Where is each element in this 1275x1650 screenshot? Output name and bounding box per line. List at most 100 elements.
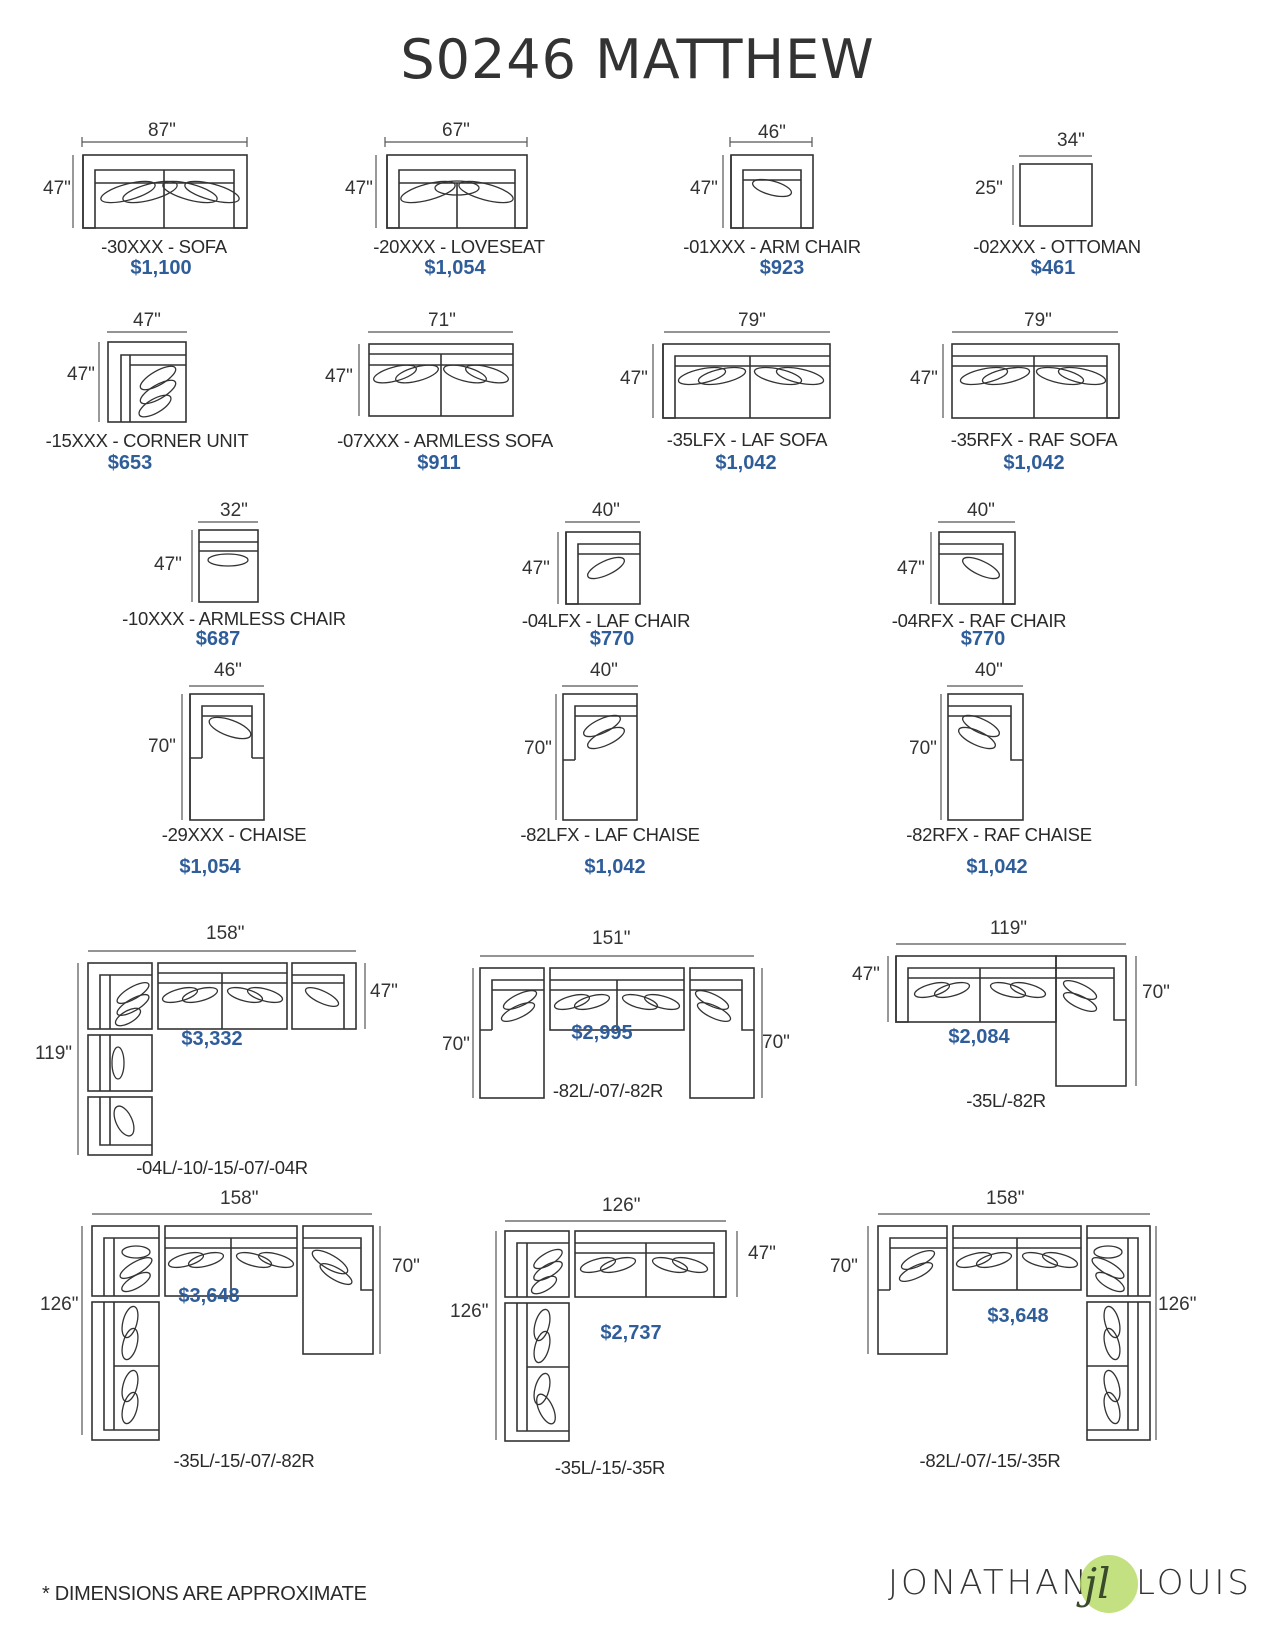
brand-name-left: JONATHAN [888,1563,1090,1603]
depth-label: 70" [524,738,552,759]
item-price: $1,042 [584,856,646,878]
item-laf-sofa: 79" 47" -35LFX - LAF SOFA $1,042 [620,310,860,485]
item-code: -35L/-15/-07/-82R [173,1450,315,1471]
height-label: 119" [35,1043,73,1064]
item-code: -01XXX - ARM CHAIR [683,236,861,257]
depth-label: 47" [690,178,718,199]
depth-label: 70" [909,738,937,759]
width-label: 46" [758,122,786,143]
corner-unit-diagram [98,331,187,423]
width-label: 32" [220,500,248,521]
sectional-1: 158" 47" 119" $3,332 -04L/-10/-15/-07/-0… [30,923,430,1185]
depth-label: 47" [748,1243,776,1264]
item-price: $1,042 [966,856,1028,878]
item-code: -10XXX - ARMLESS CHAIR [122,608,346,629]
item-price: $3,648 [178,1285,240,1307]
sectional-4: 158" 70" 126" $3,648 -35L/-15/-07/-82R [40,1188,440,1480]
item-price: $1,042 [715,452,777,474]
width-label: 40" [592,500,620,521]
sectional-2-diagram [472,955,763,1099]
dimensions-footnote: * DIMENSIONS ARE APPROXIMATE [42,1583,367,1605]
height-label: 126" [450,1301,489,1322]
brand-mark-text: jl [1084,1559,1111,1608]
laf-chair-diagram [557,521,641,605]
ottoman-diagram [1012,155,1093,227]
item-price: $3,332 [181,1028,243,1050]
item-raf-chaise: 40" 70" -82RFX - RAF CHAISE $1,042 [905,660,1115,880]
width-label: 67" [442,120,470,141]
width-label: 46" [214,660,242,681]
sectional-1-diagram [77,950,366,1156]
height-label: 126" [1158,1294,1197,1315]
sectional-5: 126" 47" 126" $2,737 -35L/-15/-35R [450,1195,810,1485]
width-label: 34" [1057,130,1085,151]
item-price: $653 [107,452,153,474]
item-code: -20XXX - LOVESEAT [373,236,545,257]
width-label: 119" [990,918,1028,939]
width-label: 71" [428,310,456,331]
item-chaise: 46" 70" -29XXX - CHAISE $1,054 [140,660,350,880]
item-code: -15XXX - CORNER UNIT [45,430,249,451]
item-code: -82LFX - LAF CHAISE [520,824,700,845]
item-code: -29XXX - CHAISE [161,824,307,845]
width-label: 79" [738,310,766,331]
item-code: -82L/-07/-82R [552,1080,664,1101]
item-code: -30XXX - SOFA [101,236,227,257]
sectional-6: 158" 70" 126" $3,648 -82L/-07/-15/-35R [830,1188,1230,1480]
item-laf-chaise: 40" 70" -82LFX - LAF CHAISE $1,042 [520,660,730,880]
item-price: $1,054 [424,257,486,279]
brand-name-right: LOUIS [1136,1563,1252,1603]
item-code: -04RFX - RAF CHAIR [891,610,1067,631]
laf-sofa-diagram [652,331,831,419]
page-title: S0246 MATTHEW [400,28,875,91]
item-laf-chair: 40" 47" -04LFX - LAF CHAIR $770 [520,500,720,660]
item-price: $1,042 [1003,452,1065,474]
sectional-3-diagram [887,943,1137,1087]
item-price: $2,737 [600,1322,662,1344]
height-label: 126" [40,1294,79,1315]
width-label: 79" [1024,310,1052,331]
loveseat-diagram [375,137,528,229]
depth-label: 70" [148,736,176,757]
item-price: $923 [759,257,805,279]
item-sofa: 87" 47" -30XXX - SOFA $1,100 [40,120,280,290]
depth-label: 70" [442,1034,470,1055]
depth-label: 47" [620,368,648,389]
width-label: 40" [590,660,618,681]
width-label: 47" [133,310,161,331]
depth-label: 47" [370,981,398,1002]
depth-label: 25" [975,178,1003,199]
depth-label: 70" [830,1256,858,1277]
width-label: 158" [220,1188,259,1209]
depth-label: 70" [392,1256,420,1277]
depth-label: 47" [910,368,938,389]
raf-chair-diagram [930,521,1016,605]
item-loveseat: 67" 47" -20XXX - LOVESEAT $1,054 [340,120,570,290]
item-raf-chair: 40" 47" -04RFX - RAF CHAIR $770 [891,500,1095,660]
item-code: -35L/-82R [966,1090,1046,1111]
item-code: -35RFX - RAF SOFA [950,429,1118,450]
item-ottoman: 34" 25" -02XXX - OTTOMAN $461 [973,130,1175,290]
armchair-diagram [722,137,814,229]
sectional-5-diagram [495,1220,738,1442]
item-price: $461 [1030,257,1076,279]
width-label: 40" [975,660,1003,681]
item-raf-sofa: 79" 47" -35RFX - RAF SOFA $1,042 [910,310,1150,485]
item-code: -82RFX - RAF CHAISE [906,824,1092,845]
item-code: -35L/-15/-35R [554,1457,666,1478]
item-price: $770 [960,628,1006,650]
sofa-diagram [72,137,248,229]
chaise-diagram [181,685,265,821]
width-label: 158" [206,923,245,944]
depth-label: 47" [852,964,880,985]
depth-label-right: 70" [1142,982,1170,1003]
item-code: -04LFX - LAF CHAIR [521,610,691,631]
item-price: $687 [195,628,241,650]
item-price: $2,084 [948,1026,1010,1048]
width-label: 126" [602,1195,641,1216]
raf-chaise-diagram [940,685,1024,821]
sectional-3: 119" 47" 70" $2,084 -35L/-82R [840,918,1220,1150]
depth-label: 47" [325,366,353,387]
sectional-6-diagram [867,1213,1157,1441]
item-code: -07XXX - ARMLESS SOFA [337,430,553,451]
